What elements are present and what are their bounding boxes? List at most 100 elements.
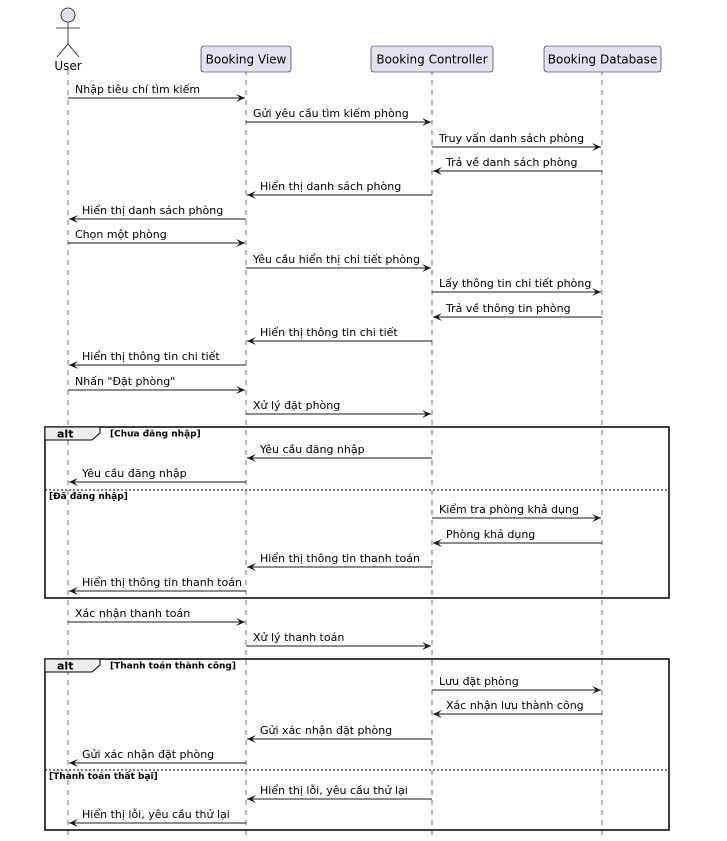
participant-box <box>200 45 292 73</box>
message-11: Hiển thị thông tin chi tiết <box>247 326 432 345</box>
participant-view: Booking View <box>200 45 292 73</box>
message-label: Gửi xác nhận đặt phòng <box>82 748 214 761</box>
arrowhead-icon <box>236 618 245 626</box>
message-17: Kiểm tra phòng khả dụng <box>432 503 601 522</box>
message-label: Lưu đặt phòng <box>439 675 519 688</box>
message-1: Nhập tiêu chí tìm kiếm <box>68 83 245 102</box>
message-28: Hiển thị lỗi, yêu cầu thử lại <box>69 808 246 827</box>
message-label: Gửi yêu cầu tìm kiếm phòng <box>253 107 409 120</box>
arrowhead-icon <box>69 819 78 827</box>
arrowhead-icon <box>247 337 256 345</box>
arrowhead-icon <box>422 642 431 650</box>
arrowhead-icon <box>433 167 442 175</box>
arrowhead-icon <box>422 264 431 272</box>
arrowhead-icon <box>69 478 78 486</box>
arrowhead-icon <box>69 361 78 369</box>
arrowhead-icon <box>236 94 245 102</box>
arrowhead-icon <box>69 215 78 223</box>
message-27: Hiển thị lỗi, yêu cầu thử lại <box>247 784 432 803</box>
arrowhead-icon <box>433 710 442 718</box>
fragment-guard: [Thanh toán thành công] <box>110 661 236 672</box>
message-25: Gửi xác nhận đặt phòng <box>247 724 432 743</box>
message-label: Hiển thị thông tin thanh toán <box>260 552 420 565</box>
fragment-else-guard: [Đã đăng nhập] <box>49 492 128 502</box>
message-label: Hiển thị danh sách phòng <box>82 204 223 217</box>
participant-label: Booking Controller <box>376 53 487 67</box>
message-label: Hiển thị thông tin chi tiết <box>82 350 220 363</box>
message-24: Xác nhận lưu thành công <box>433 699 602 718</box>
message-23: Lưu đặt phòng <box>432 675 601 694</box>
actor-user: User <box>54 7 82 73</box>
message-label: Yêu cầu hiển thị chi tiết phòng <box>252 253 420 266</box>
message-7: Chọn một phòng <box>68 228 245 247</box>
arrowhead-icon <box>69 587 78 595</box>
fragment-tab <box>44 426 101 441</box>
message-label: Hiển thị lỗi, yêu cầu thử lại <box>260 784 408 797</box>
fragment-frame <box>44 426 670 599</box>
fragment-tab <box>44 658 101 673</box>
message-15: Yêu cầu đăng nhập <box>247 443 432 462</box>
message-label: Hiển thị thông tin chi tiết <box>260 326 398 339</box>
fragment-frame <box>44 658 670 831</box>
arrowhead-icon <box>236 386 245 394</box>
arrowhead-icon <box>592 514 601 522</box>
message-label: Xác nhận lưu thành công <box>446 699 584 712</box>
arrowhead-icon <box>592 143 601 151</box>
fragment-else-guard: [Thanh toán thất bại] <box>49 771 158 782</box>
message-10: Trả về thông tin phòng <box>433 302 602 321</box>
message-label: Nhập tiêu chí tìm kiếm <box>75 83 200 96</box>
message-18: Phòng khả dụng <box>433 528 602 547</box>
arrowhead-icon <box>69 759 78 767</box>
arrowhead-icon <box>236 239 245 247</box>
arrowhead-icon <box>592 686 601 694</box>
arrowhead-icon <box>433 313 442 321</box>
message-label: Xử lý thanh toán <box>253 631 344 644</box>
message-label: Xử lý đặt phòng <box>253 399 340 412</box>
message-label: Chọn một phòng <box>75 228 167 241</box>
message-label: Nhấn "Đặt phòng" <box>75 375 175 388</box>
message-label: Trả về thông tin phòng <box>445 302 571 315</box>
message-16: Yêu cầu đăng nhập <box>69 467 246 486</box>
message-label: Hiển thị danh sách phòng <box>260 180 401 193</box>
message-26: Gửi xác nhận đặt phòng <box>69 748 246 767</box>
message-4: Trả về danh sách phòng <box>433 156 602 175</box>
arrowhead-icon <box>422 118 431 126</box>
alt-fragment-1: alt [Chưa đăng nhập] [Đã đăng nhập] <box>44 426 670 599</box>
message-20: Hiển thị thông tin thanh toán <box>69 576 246 595</box>
participant-db: Booking Database <box>543 45 662 73</box>
actor-right-leg <box>67 43 80 58</box>
message-8: Yêu cầu hiển thị chi tiết phòng <box>246 253 431 272</box>
participant-label: Booking View <box>206 53 287 67</box>
message-label: Trả về danh sách phòng <box>445 156 577 169</box>
message-label: Yêu cầu đăng nhập <box>259 443 365 456</box>
fragment-keyword: alt <box>57 660 73 673</box>
message-label: Xác nhận thanh toán <box>75 607 190 620</box>
arrowhead-icon <box>247 191 256 199</box>
message-label: Lấy thông tin chi tiết phòng <box>439 277 591 290</box>
actor-label: User <box>54 59 81 73</box>
arrowhead-icon <box>247 735 256 743</box>
message-9: Lấy thông tin chi tiết phòng <box>432 277 601 296</box>
message-5: Hiển thị danh sách phòng <box>247 180 432 199</box>
message-2: Gửi yêu cầu tìm kiếm phòng <box>246 107 431 126</box>
fragment-guard: [Chưa đăng nhập] <box>110 430 201 440</box>
message-6: Hiển thị danh sách phòng <box>69 204 246 223</box>
message-label: Gửi xác nhận đặt phòng <box>260 724 392 737</box>
message-19: Hiển thị thông tin thanh toán <box>247 552 432 571</box>
message-14: Xử lý đặt phòng <box>246 399 431 418</box>
actor-head <box>60 7 76 23</box>
message-label: Yêu cầu đăng nhập <box>81 467 187 480</box>
participant-box <box>543 45 662 73</box>
alt-fragment-2: alt [Thanh toán thành công] [Thanh toán th… <box>44 658 670 831</box>
arrowhead-icon <box>422 410 431 418</box>
message-21: Xác nhận thanh toán <box>68 607 245 626</box>
fragment-keyword: alt <box>57 428 73 441</box>
participant-ctrl: Booking Controller <box>370 45 494 73</box>
arrowhead-icon <box>247 454 256 462</box>
arrowhead-icon <box>592 288 601 296</box>
message-12: Hiển thị thông tin chi tiết <box>69 350 246 369</box>
arrowhead-icon <box>433 539 442 547</box>
message-22: Xử lý thanh toán <box>246 631 431 650</box>
participant-box <box>370 45 494 73</box>
message-13: Nhấn "Đặt phòng" <box>68 375 245 394</box>
